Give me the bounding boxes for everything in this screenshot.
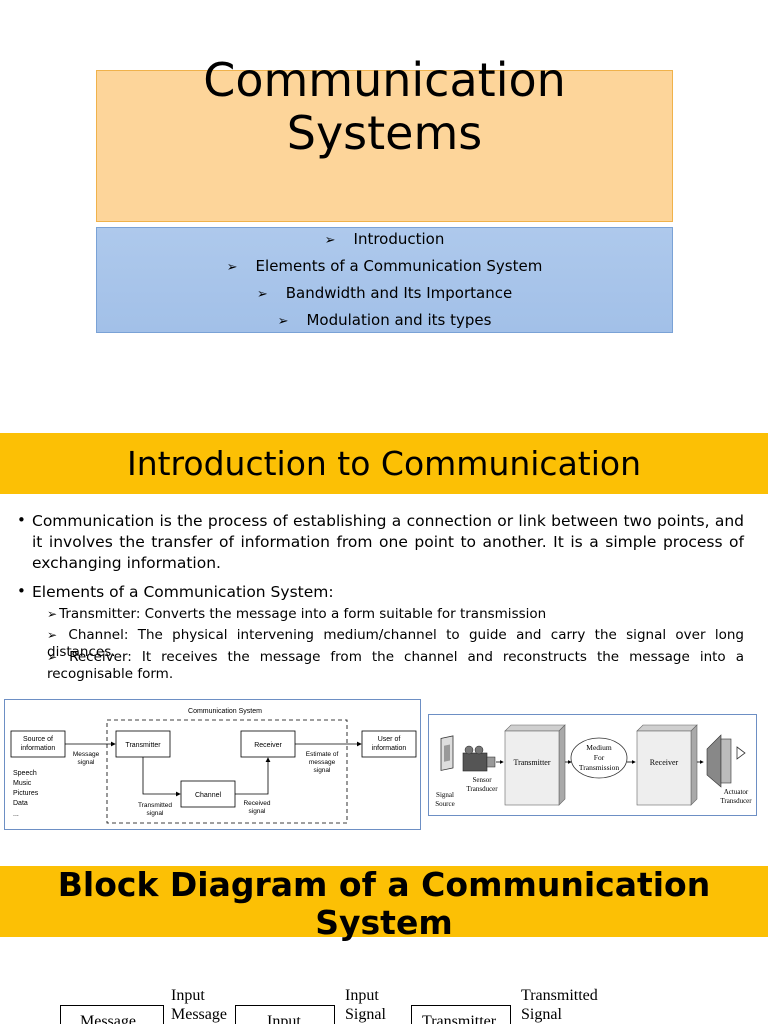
arrow-bullet-icon: ➢ — [47, 607, 58, 621]
actuator-label: Transducer — [720, 797, 752, 805]
block-label: Message — [80, 1013, 136, 1024]
receiver-label: Receiver — [254, 742, 282, 749]
bullet-dot: • — [17, 511, 26, 529]
medium-label: Transmission — [579, 763, 619, 772]
source-box — [10, 730, 66, 758]
arrow-line — [142, 757, 181, 797]
label-line: Transmitted — [521, 987, 598, 1004]
user-box — [361, 730, 417, 758]
topic-label: Introduction — [353, 230, 445, 248]
sub-bullet-text: Channel: The physical intervening medium… — [47, 627, 744, 660]
speaker-icon — [706, 734, 746, 788]
arrow-bullet-icon: ➢ — [226, 260, 238, 275]
input-message-label: Input Message — [171, 986, 227, 1024]
block-label: Input — [267, 1013, 301, 1024]
sensor-label: Transducer — [466, 785, 498, 793]
transmitted-signal-label: Transmitted Signal — [521, 986, 598, 1024]
signal-source-icon — [440, 735, 454, 771]
source-label: information — [21, 745, 56, 752]
sub-bullet: ➢ Channel: The physical intervening medi… — [47, 627, 744, 661]
label-line: Input — [345, 987, 379, 1004]
transducer-chain-figure: Transmitter Medium For Transmission Rece… — [428, 714, 757, 816]
transmitter-block: Transmitter — [411, 1005, 511, 1024]
sensor-label: Sensor — [472, 776, 492, 784]
channel-label: Channel — [195, 792, 222, 799]
label-line: Message — [171, 1006, 227, 1023]
figure-title: Communication System — [188, 708, 262, 715]
topic-item: ➢ Bandwidth and Its Importance — [97, 284, 672, 302]
topics-box: ➢ Introduction ➢ Elements of a Communicati… — [96, 227, 673, 333]
transmitter-label: Transmitter — [513, 758, 550, 767]
bullet-text: Communication is the process of establis… — [32, 512, 744, 572]
heading-band: Introduction to Communication — [0, 433, 768, 494]
topic-item: ➢ Elements of a Communication System — [97, 257, 672, 275]
camera-icon — [462, 745, 496, 772]
example-label: Data — [13, 800, 28, 807]
sub-bullet-text: Transmitter: Converts the message into a… — [59, 606, 547, 622]
received-signal-label: signal — [249, 808, 267, 815]
heading-line-2: System — [315, 903, 453, 942]
message-signal-label: Message — [73, 751, 100, 758]
medium-label: Medium — [586, 743, 612, 752]
slide-title: Communication Systems — [96, 54, 673, 160]
input-block: Input — [235, 1005, 335, 1024]
label-line: Input — [171, 987, 205, 1004]
sub-bullet: ➢ Receiver: It receives the message from… — [47, 649, 744, 683]
heading-line-1: Block Diagram of a Communication — [57, 865, 711, 904]
estimate-label: Estimate of — [306, 751, 339, 758]
estimate-label: signal — [314, 767, 332, 774]
label-line: Signal — [345, 1006, 386, 1023]
source-label: Source of — [23, 736, 53, 743]
arrow-bullet-icon: ➢ — [47, 650, 58, 664]
arrow-bullet-icon: ➢ — [324, 233, 336, 248]
receiver-label: Receiver — [650, 758, 679, 767]
topic-item: ➢ Introduction — [97, 230, 672, 248]
communication-system-figure: Communication System Source of informati… — [4, 699, 421, 830]
label-line: Signal — [521, 1006, 562, 1023]
example-label: Music — [13, 780, 32, 787]
signal-source-label: Signal — [436, 791, 454, 799]
user-label: information — [372, 745, 407, 752]
heading-band: Block Diagram of a Communication System — [0, 866, 768, 942]
medium-label: For — [594, 753, 605, 762]
actuator-label: Actuator — [724, 788, 749, 796]
system-boundary — [106, 719, 348, 824]
topic-item: ➢ Modulation and its types — [97, 311, 672, 329]
topic-label: Bandwidth and Its Importance — [285, 284, 513, 302]
topic-label: Elements of a Communication System — [255, 257, 543, 275]
signal-source-label: Source — [435, 800, 454, 808]
arrow-bullet-icon: ➢ — [256, 287, 268, 302]
slide-heading: Block Diagram of a Communication System — [0, 866, 768, 942]
message-block: Message — [60, 1005, 164, 1024]
user-label: User of — [378, 736, 401, 743]
bullet-dot: • — [17, 582, 26, 600]
title-line-2: Systems — [286, 106, 483, 160]
bullet-text: Elements of a Communication System: — [32, 583, 334, 601]
transmitter-block — [504, 724, 566, 806]
arrow-bullet-icon: ➢ — [277, 314, 289, 329]
arrow-line — [235, 757, 271, 795]
example-label: Speech — [13, 770, 37, 777]
input-signal-label: Input Signal — [345, 986, 386, 1024]
transmitter-label: Transmitter — [125, 742, 161, 749]
arrow-bullet-icon: ➢ — [47, 628, 58, 642]
sub-bullet: ➢Transmitter: Converts the message into … — [47, 606, 744, 623]
topic-label: Modulation and its types — [306, 311, 492, 329]
transmitted-signal-label: Transmitted — [138, 802, 172, 809]
transmitted-signal-label: signal — [147, 810, 165, 817]
medium-ellipse — [570, 737, 628, 779]
slide-heading: Introduction to Communication — [126, 444, 642, 483]
example-label: ... — [13, 811, 19, 818]
title-box — [96, 70, 673, 222]
block-label: Transmitter — [422, 1013, 497, 1024]
example-label: Pictures — [13, 790, 39, 797]
receiver-block — [636, 724, 698, 806]
estimate-label: message — [309, 759, 336, 766]
title-line-1: Communication — [203, 53, 566, 107]
received-signal-label: Received — [243, 800, 270, 807]
message-signal-label: signal — [78, 759, 96, 766]
sub-bullet-text: Receiver: It receives the message from t… — [47, 649, 744, 682]
